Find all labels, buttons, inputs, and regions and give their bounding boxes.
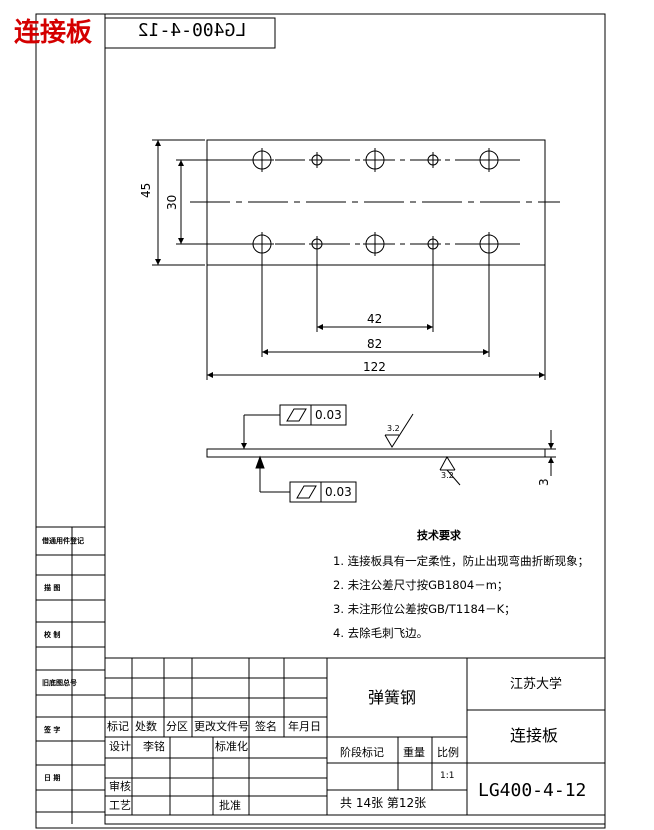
rev-header: 处数 [135,720,157,733]
dim-42: 42 [367,312,383,326]
review-label: 审核 [109,780,131,793]
roughness-value-top: 3.2 [387,424,400,433]
tech-req-title: 技术要求 [417,529,461,542]
strip-label: 日 期 [44,774,61,782]
flatness-value-bottom: 0.03 [325,485,352,499]
scale-value: 1:1 [440,771,455,781]
design-label: 设计 [109,740,131,753]
designer-name: 李铭 [143,740,165,753]
dim-82: 82 [367,337,383,351]
strip-label: 借通用件登记 [42,537,84,545]
tech-req-item: 1. 连接板具有一定柔性，防止出现弯曲折断现象； [333,554,590,568]
material: 弹簧钢 [368,688,417,707]
tech-req-item: 4. 去除毛刺飞边。 [333,626,429,640]
sheet-count: 共 14张 第12张 [340,796,427,810]
dim-45: 45 [139,182,153,198]
side-view [206,448,546,458]
rev-header: 年月日 [288,720,321,733]
scale-label: 比例 [437,746,459,759]
roughness-bottom [439,455,456,471]
dim-30: 30 [165,194,179,210]
weight-label: 重量 [403,746,425,759]
title-block-lines [105,657,605,816]
stage-label: 阶段标记 [340,746,384,759]
tech-req-item: 2. 未注公差尺寸按GB1804－m； [333,578,509,592]
tech-req-item: 3. 未注形位公差按GB/T1184－K； [333,602,516,616]
rev-header: 更改文件号 [194,720,249,733]
school-name: 江苏大学 [510,677,563,692]
holes [250,148,501,256]
standardize-label: 标准化 [215,740,248,753]
dim-3: 3 [537,478,551,486]
rev-header: 签名 [255,720,277,733]
strip-label: 校 制 [44,631,61,639]
rev-header: 标记 [107,720,129,733]
drawing-number: LG400-4-12 [478,780,587,801]
inner-frame [104,13,606,825]
dim-122: 122 [363,360,386,374]
mirrored-drawing-code: LG400-4-12 [137,20,247,41]
strip-label: 签 字 [44,726,61,734]
process-label: 工艺 [109,799,131,812]
left-strip-lines [36,526,105,824]
code-box [104,17,276,49]
strip-label: 旧底图总号 [42,679,77,687]
flatness-value-top: 0.03 [315,408,342,422]
approve-label: 批准 [219,799,241,812]
roughness-value-bottom: 3.2 [441,471,454,480]
part-name: 连接板 [510,726,559,745]
strip-label: 描 图 [44,584,61,592]
roughness-top [384,413,414,448]
rev-header: 分区 [166,720,188,733]
part-tag: 连接板 [14,18,93,48]
